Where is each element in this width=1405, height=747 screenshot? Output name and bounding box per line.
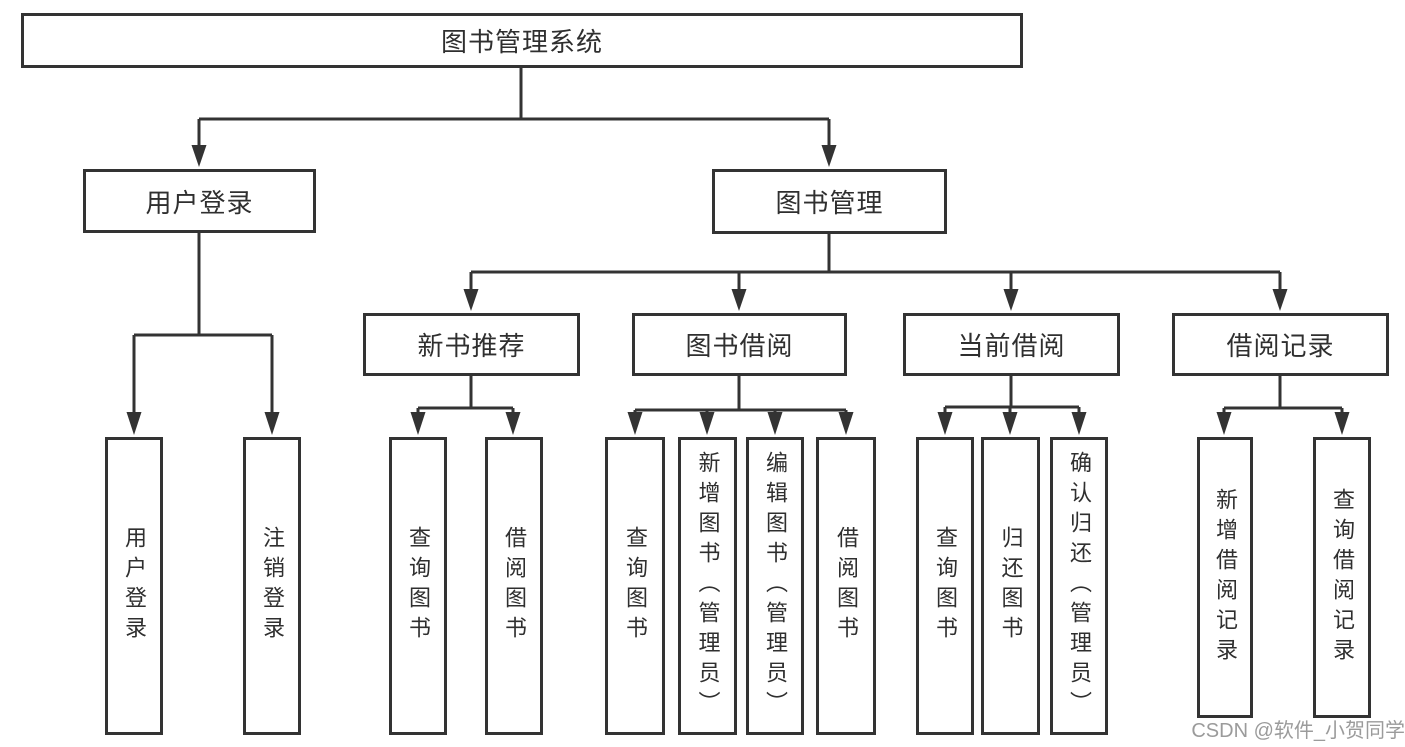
leaf-borrow-borrow-books: 借阅图书	[816, 437, 876, 735]
node-root-system-title: 图书管理系统	[21, 13, 1023, 68]
node-borrow-records: 借阅记录	[1172, 313, 1389, 376]
leaf-recommend-query-books: 查询图书	[389, 437, 447, 735]
leaf-records-add-record: 新增借阅记录	[1197, 437, 1253, 718]
leaf-user-login: 用户登录	[105, 437, 163, 735]
node-current-borrow: 当前借阅	[903, 313, 1120, 376]
connector-new-book-recommend	[410, 376, 521, 435]
leaf-current-query-books: 查询图书	[916, 437, 974, 735]
node-book-borrow: 图书借阅	[632, 313, 847, 376]
node-book-management: 图书管理	[712, 169, 947, 234]
leaf-current-confirm-return-admin: 确认归还（管理员）	[1050, 437, 1108, 735]
leaf-recommend-borrow-books: 借阅图书	[485, 437, 543, 735]
leaf-records-query-record: 查询借阅记录	[1313, 437, 1371, 718]
connector-book-management	[463, 234, 1288, 311]
connector-current-borrow	[937, 376, 1087, 435]
leaf-borrow-add-books-admin: 新增图书（管理员）	[678, 437, 737, 735]
leaf-borrow-edit-books-admin: 编辑图书（管理员）	[746, 437, 804, 735]
leaf-borrow-query-books: 查询图书	[605, 437, 665, 735]
connector-book-borrow	[627, 376, 854, 435]
node-new-book-recommend: 新书推荐	[363, 313, 580, 376]
connector-borrow-records	[1216, 376, 1350, 435]
leaf-current-return-books: 归还图书	[981, 437, 1040, 735]
leaf-logout: 注销登录	[243, 437, 301, 735]
node-user-login: 用户登录	[83, 169, 316, 233]
connector-user-login	[126, 233, 280, 435]
connector-root	[191, 68, 837, 167]
csdn-watermark: CSDN @软件_小贺同学	[1191, 720, 1405, 742]
